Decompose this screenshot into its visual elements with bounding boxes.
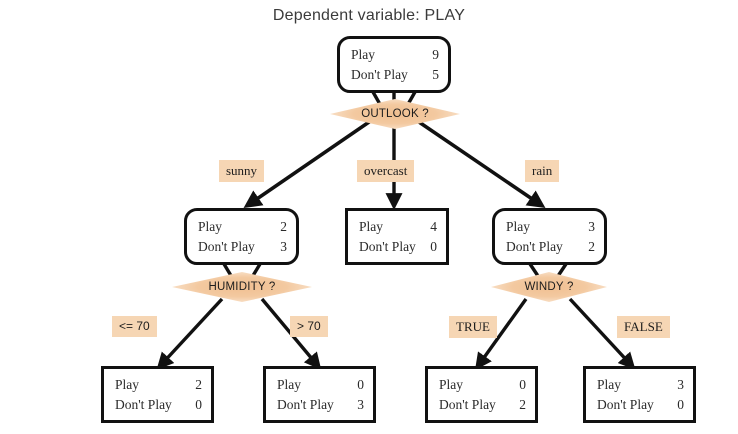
node-rain-play-row: Play 3 bbox=[506, 217, 595, 237]
node-overcast-play-value: 4 bbox=[430, 218, 437, 234]
page-title: Dependent variable: PLAY bbox=[272, 7, 466, 24]
split-windy-label: WINDY ? bbox=[524, 281, 574, 293]
node-root-play-row: Play 9 bbox=[351, 45, 439, 65]
node-humidity-gt70-dontplay-row: Don't Play 3 bbox=[277, 395, 364, 415]
node-humidity-gt70-dontplay-value: 3 bbox=[357, 396, 364, 412]
node-sunny-play-value: 2 bbox=[280, 218, 287, 234]
node-humidity-le70-dontplay-value: 0 bbox=[195, 396, 202, 412]
node-humidity-le70-play-value: 2 bbox=[195, 376, 202, 392]
node-sunny-play-row: Play 2 bbox=[198, 217, 287, 237]
node-sunny-dontplay-row: Don't Play 3 bbox=[198, 237, 287, 257]
edge-sunny-le70 bbox=[156, 297, 224, 370]
node-overcast[interactable]: Play 4 Don't Play 0 bbox=[345, 208, 449, 265]
node-humidity-gt70-play-value: 0 bbox=[357, 376, 364, 392]
node-windy-true-play-label: Play bbox=[439, 376, 464, 392]
split-humidity[interactable]: HUMIDITY ? bbox=[172, 272, 312, 302]
node-windy-false-play-label: Play bbox=[597, 376, 622, 392]
node-root-dontplay-row: Don't Play 5 bbox=[351, 65, 439, 85]
node-rain-dontplay-row: Don't Play 2 bbox=[506, 237, 595, 257]
node-root-play-value: 9 bbox=[432, 46, 439, 62]
node-humidity-le70-play-row: Play 2 bbox=[115, 375, 202, 395]
node-humidity-gt70-play-label: Play bbox=[277, 376, 302, 392]
node-overcast-dontplay-label: Don't Play bbox=[359, 238, 416, 254]
node-windy-true-play-value: 0 bbox=[519, 376, 526, 392]
node-overcast-dontplay-value: 0 bbox=[430, 238, 437, 254]
split-outlook-label: OUTLOOK ? bbox=[361, 108, 429, 120]
branch-label-humidity-le70: <= 70 bbox=[112, 316, 157, 337]
node-root-dontplay-label: Don't Play bbox=[351, 66, 408, 82]
node-rain-dontplay-label: Don't Play bbox=[506, 238, 563, 254]
node-windy-false[interactable]: Play 3 Don't Play 0 bbox=[583, 366, 696, 423]
node-humidity-le70-dontplay-label: Don't Play bbox=[115, 396, 172, 412]
edge-root-sunny bbox=[243, 118, 374, 209]
node-root[interactable]: Play 9 Don't Play 5 bbox=[337, 36, 451, 93]
split-humidity-label: HUMIDITY ? bbox=[208, 281, 276, 293]
node-sunny-dontplay-label: Don't Play bbox=[198, 238, 255, 254]
node-windy-false-dontplay-value: 0 bbox=[677, 396, 684, 412]
node-windy-true-dontplay-label: Don't Play bbox=[439, 396, 496, 412]
branch-label-windy-true: TRUE bbox=[449, 316, 497, 338]
node-windy-false-dontplay-label: Don't Play bbox=[597, 396, 654, 412]
node-windy-true-dontplay-value: 2 bbox=[519, 396, 526, 412]
node-root-dontplay-value: 5 bbox=[432, 66, 439, 82]
node-humidity-gt70[interactable]: Play 0 Don't Play 3 bbox=[263, 366, 376, 423]
node-windy-false-dontplay-row: Don't Play 0 bbox=[597, 395, 684, 415]
node-sunny[interactable]: Play 2 Don't Play 3 bbox=[184, 208, 299, 265]
node-overcast-play-label: Play bbox=[359, 218, 384, 234]
node-windy-true-play-row: Play 0 bbox=[439, 375, 526, 395]
node-rain[interactable]: Play 3 Don't Play 2 bbox=[492, 208, 607, 265]
node-windy-false-play-value: 3 bbox=[677, 376, 684, 392]
node-rain-play-label: Play bbox=[506, 218, 531, 234]
node-overcast-play-row: Play 4 bbox=[359, 217, 437, 237]
diamond-shape-outlook bbox=[330, 99, 460, 129]
split-windy[interactable]: WINDY ? bbox=[491, 272, 607, 302]
branch-label-windy-false: FALSE bbox=[617, 316, 670, 338]
node-rain-dontplay-value: 2 bbox=[588, 238, 595, 254]
edge-rain-false bbox=[568, 297, 636, 370]
branch-label-rain: rain bbox=[525, 160, 560, 182]
node-root-play-label: Play bbox=[351, 46, 376, 62]
branch-label-humidity-gt70: > 70 bbox=[290, 316, 328, 337]
edge-rain-true bbox=[475, 298, 528, 371]
diamond-shape-windy bbox=[491, 272, 607, 302]
node-humidity-le70-play-label: Play bbox=[115, 376, 140, 392]
split-outlook[interactable]: OUTLOOK ? bbox=[330, 99, 460, 129]
diamond-shape-humidity bbox=[172, 272, 312, 302]
node-overcast-dontplay-row: Don't Play 0 bbox=[359, 237, 437, 257]
branch-label-sunny: sunny bbox=[219, 160, 265, 182]
node-sunny-dontplay-value: 3 bbox=[280, 238, 287, 254]
node-humidity-gt70-play-row: Play 0 bbox=[277, 375, 364, 395]
node-humidity-gt70-dontplay-label: Don't Play bbox=[277, 396, 334, 412]
node-sunny-play-label: Play bbox=[198, 218, 223, 234]
node-windy-true[interactable]: Play 0 Don't Play 2 bbox=[425, 366, 538, 423]
node-windy-false-play-row: Play 3 bbox=[597, 375, 684, 395]
node-windy-true-dontplay-row: Don't Play 2 bbox=[439, 395, 526, 415]
edge-root-rain bbox=[414, 118, 546, 209]
node-humidity-le70[interactable]: Play 2 Don't Play 0 bbox=[101, 366, 214, 423]
node-humidity-le70-dontplay-row: Don't Play 0 bbox=[115, 395, 202, 415]
node-rain-play-value: 3 bbox=[588, 218, 595, 234]
branch-label-overcast: overcast bbox=[357, 160, 415, 182]
